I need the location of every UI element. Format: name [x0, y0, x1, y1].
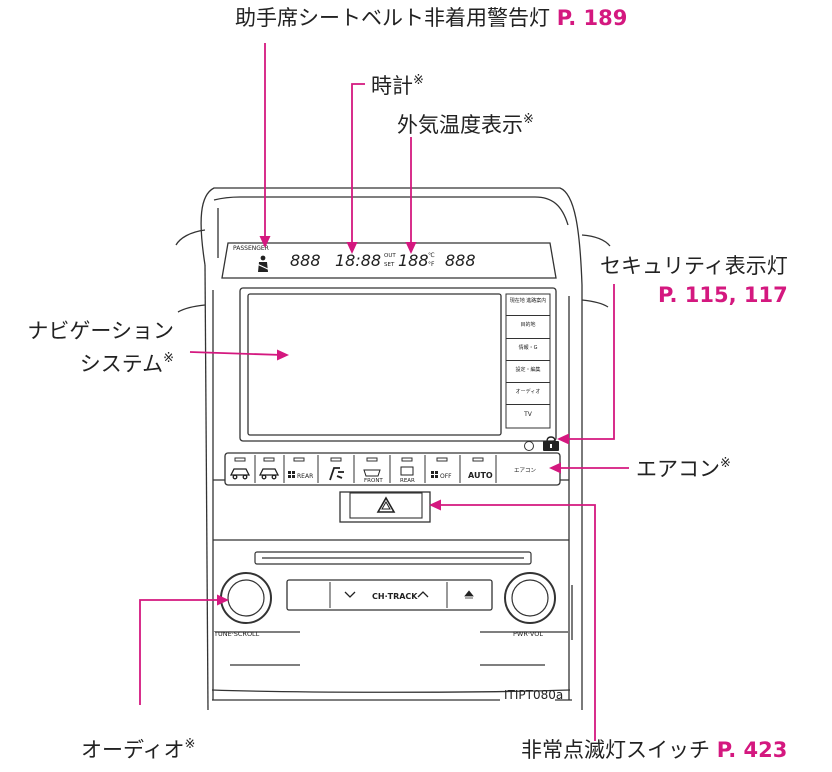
callout-label: セキュリティ表示灯	[600, 254, 788, 278]
seatbelt-warning-icon	[256, 255, 271, 272]
fresh-air-icon	[258, 468, 280, 480]
callout-label-line1: ナビゲーション	[27, 319, 174, 343]
leader-lines	[139, 43, 629, 741]
note-mark: ※	[523, 112, 534, 127]
callout-navigation-system: ナビゲーション システム※	[6, 321, 174, 375]
recirculation-icon	[229, 468, 251, 480]
passenger-label: PASSENGER	[233, 245, 269, 252]
front-button-label: FRONT	[364, 478, 383, 484]
callout-hazard-switch: 非常点滅灯スイッチ P. 423	[521, 740, 787, 761]
nav-button-list: 現在地 進路案内 目的地 情報・G 設定・編集 オーディオ TV	[506, 294, 550, 428]
callout-outside-temperature: 外気温度表示※	[397, 113, 534, 136]
aircon-button-label: エアコン	[514, 467, 537, 474]
display-digits-left: 888	[290, 251, 321, 270]
callout-label-line2: システム	[79, 352, 164, 376]
leader-arrowheads	[217, 236, 569, 606]
ch-track-label: CH·TRACK	[372, 592, 418, 601]
nav-button-label: 現在地 進路案内	[509, 298, 547, 304]
callout-label: エアコン	[636, 457, 720, 481]
nav-button-label: 情報・G	[518, 345, 538, 351]
callout-label: 助手席シートベルト非着用警告灯	[235, 6, 550, 30]
pwr-vol-label: PWR·VOL	[513, 630, 543, 638]
nav-button-destination[interactable]: 目的地	[506, 316, 550, 339]
unit-fahrenheit: °F	[428, 261, 435, 268]
callout-label: 非常点滅灯スイッチ	[521, 738, 710, 762]
rear-fan-icon	[288, 471, 295, 478]
hazard-triangle-icon	[376, 496, 396, 513]
eject-icon	[464, 590, 474, 599]
callout-clock: 時計※	[371, 74, 424, 97]
rear-defogger-icon	[400, 466, 414, 476]
vent-mode-icon	[329, 467, 344, 481]
display-digits-right: 888	[445, 251, 476, 270]
callout-label: 時計	[371, 74, 413, 98]
nav-button-info[interactable]: 情報・G	[506, 338, 550, 361]
nav-button-setup[interactable]: 設定・編集	[506, 360, 550, 383]
seek-up-icon	[417, 591, 429, 598]
callout-air-conditioning: エアコン※	[636, 457, 731, 480]
callout-audio: オーディオ※	[81, 738, 195, 761]
callout-security-indicator: セキュリティ表示灯 P. 115, 117	[600, 256, 788, 306]
security-indicator	[524, 436, 559, 451]
note-mark: ※	[720, 456, 731, 471]
nav-button-label: 目的地	[520, 322, 536, 328]
page-reference-link[interactable]: P. 189	[556, 6, 628, 30]
page-reference-link[interactable]: P. 115, 117	[657, 283, 788, 307]
callout-label: オーディオ	[81, 738, 185, 762]
temperature-digits: 188	[398, 251, 429, 270]
figure-id: ITIPT080a	[504, 688, 564, 702]
navigation-unit	[239, 287, 557, 442]
unit-celsius: ℃	[428, 252, 435, 259]
callout-label: 外気温度表示	[397, 113, 523, 137]
rear-defogger-label: REAR	[400, 478, 415, 484]
note-mark: ※	[163, 351, 174, 366]
note-mark: ※	[413, 73, 424, 88]
seek-down-icon	[344, 591, 356, 598]
nav-button-label: TV	[524, 411, 532, 418]
audio-controls: CH·TRACK TUNE·SCROLL PWR·VOL	[213, 572, 556, 638]
set-label: SET	[384, 262, 395, 268]
out-label: OUT	[384, 253, 396, 259]
page-reference-link[interactable]: P. 423	[716, 738, 788, 762]
nav-button-label: オーディオ	[515, 389, 541, 395]
off-button-label: OFF	[440, 473, 452, 480]
front-defroster-icon	[363, 469, 381, 477]
hazard-switch	[339, 491, 431, 523]
clock-digits: 18:88	[335, 251, 381, 270]
console-outline	[175, 187, 611, 711]
callout-seatbelt-warning: 助手席シートベルト非着用警告灯 P. 189	[235, 8, 627, 29]
auto-button-label: AUTO	[468, 471, 493, 480]
nav-button-label: 設定・編集	[515, 367, 541, 373]
nav-button-current-location[interactable]: 現在地 進路案内	[506, 294, 550, 316]
tune-scroll-label: TUNE·SCROLL	[213, 630, 260, 638]
navigation-screen[interactable]	[247, 293, 502, 436]
nav-button-tv[interactable]: TV	[506, 404, 550, 428]
rear-button-label: REAR	[297, 473, 313, 480]
fan-off-icon	[431, 471, 438, 478]
nav-button-audio[interactable]: オーディオ	[506, 382, 550, 405]
cd-slot	[254, 551, 532, 565]
climate-panel: REAR FRONT REAR OFF AUTO エアコン	[224, 452, 561, 486]
top-display: PASSENGER 888 18:88 OUT SET 188 ℃ °F 888	[221, 242, 557, 279]
note-mark: ※	[184, 737, 196, 752]
